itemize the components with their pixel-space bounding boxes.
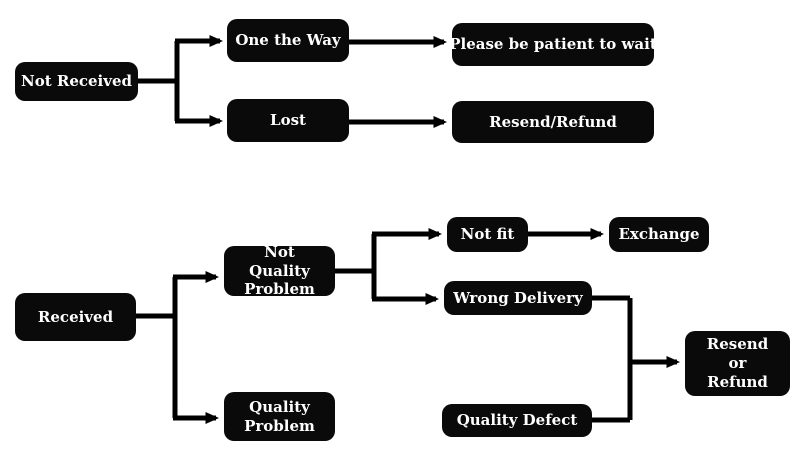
node-wrong-delivery: Wrong Delivery [444,281,592,315]
connector-merge-trunk [592,295,633,423]
node-received: Received [15,293,136,341]
node-resend-refund: Resend/Refund [452,101,654,143]
node-quality-defect: Quality Defect [442,404,592,437]
connector-not-quality-trunk [335,234,377,299]
connector-received-trunk [136,277,178,418]
node-please-be-patient: Please be patient to wait [449,23,657,66]
node-quality-problem: Quality Problem [224,392,335,441]
node-resend-or-refund: Resend or Refund [685,331,790,396]
connector-not-received-trunk [138,41,180,121]
node-lost: Lost [227,99,349,142]
node-exchange: Exchange [609,217,709,252]
node-not-quality-problem: Not Quality Problem [224,243,335,298]
node-not-fit: Not fit [447,217,528,252]
node-not-received: Not Received [15,62,138,101]
node-one-the-way: One the Way [227,19,349,62]
